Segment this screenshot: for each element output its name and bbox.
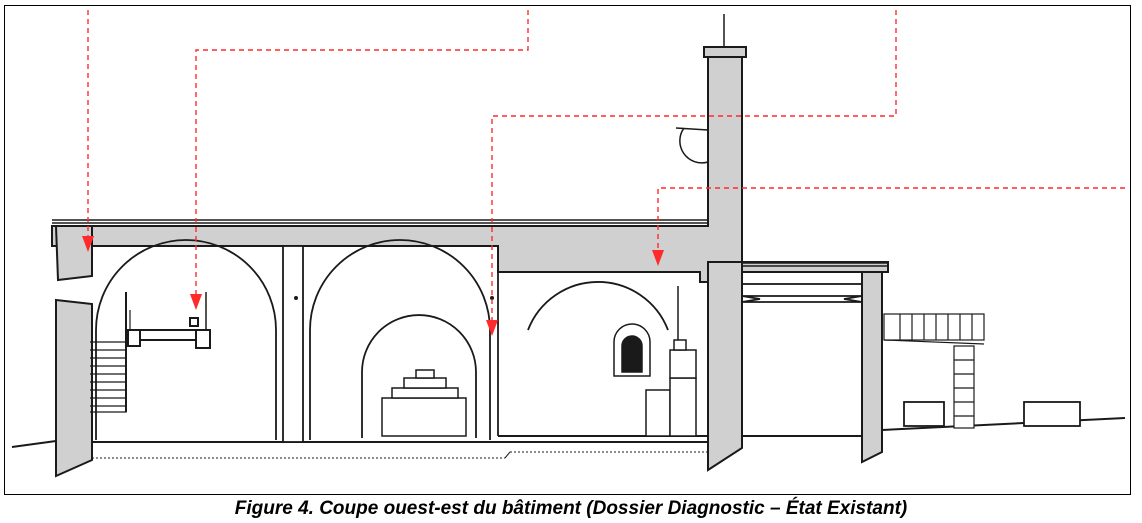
east-bay — [741, 283, 863, 437]
altar-base — [381, 397, 467, 437]
roof-slab — [51, 54, 889, 283]
vault-room-1 — [95, 239, 277, 440]
leader-line-2 — [195, 10, 529, 296]
east-column — [861, 271, 883, 464]
west-wall-lower — [55, 298, 93, 478]
chimney-cap — [703, 46, 747, 58]
leader-arrow-2 — [190, 294, 202, 310]
pergola — [883, 313, 985, 341]
west-wall — [54, 225, 93, 282]
building-section-drawing — [11, 10, 1126, 478]
leader-line-3 — [491, 10, 897, 322]
figure-frame — [4, 5, 1131, 495]
beam — [741, 295, 863, 303]
vault-room-2 — [309, 239, 491, 440]
leader-line-4 — [657, 187, 1125, 250]
chimney-shaft — [707, 261, 743, 472]
leader-arrow-4 — [652, 250, 664, 266]
leader-arrow-1 — [82, 236, 94, 252]
leader-arrow-3 — [486, 320, 498, 336]
bracket-lamp — [675, 127, 709, 164]
inner-arch — [361, 314, 477, 438]
pier-1 — [282, 245, 304, 443]
vault-room-3 — [527, 281, 669, 331]
figure-caption: Figure 4. Coupe ouest-est du bâtiment (D… — [234, 498, 908, 519]
